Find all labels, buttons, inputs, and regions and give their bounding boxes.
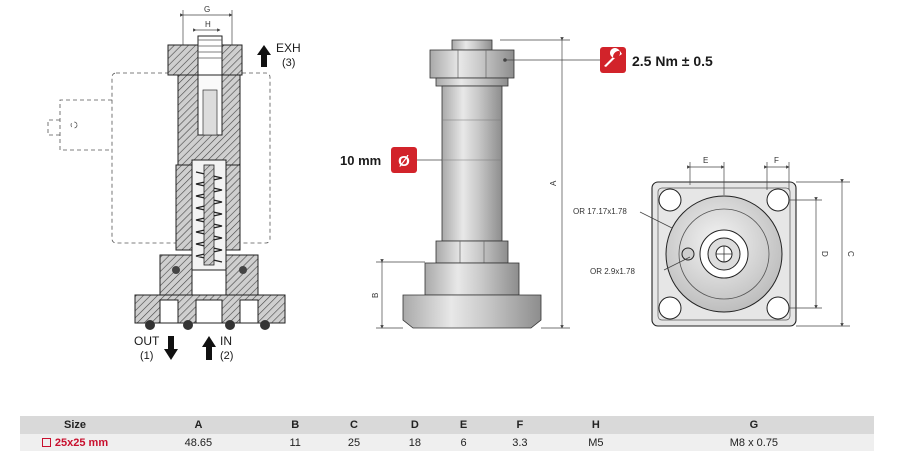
side-base-flange bbox=[402, 294, 542, 329]
side-hex-nut bbox=[429, 49, 515, 79]
dim-c-label: C bbox=[846, 251, 855, 257]
dim-f-label: F bbox=[774, 156, 779, 165]
diameter-badge: Ø bbox=[391, 147, 417, 173]
exh-port: (3) bbox=[282, 57, 295, 69]
wrench-icon bbox=[600, 47, 626, 73]
oring-small-label: OR 2.9x1.78 bbox=[590, 267, 635, 276]
size-cell[interactable]: 25x25 mm bbox=[20, 437, 130, 449]
table-row: 25x25 mm 48.65 11 25 18 6 3.3 M5 M8 x 0.… bbox=[20, 434, 874, 451]
dim-d-label: D bbox=[820, 251, 829, 257]
diameter-symbol: Ø bbox=[398, 153, 410, 170]
o-ring-left bbox=[172, 266, 180, 274]
torque-text: 2.5 Nm ± 0.5 bbox=[632, 53, 713, 69]
spec-table: Size A B C D E F H G 25x25 mm 48.65 11 2… bbox=[20, 416, 874, 451]
size-value: 25x25 mm bbox=[54, 436, 109, 449]
dim-a-label: A bbox=[549, 180, 558, 186]
o-ring-right bbox=[239, 266, 247, 274]
out-label: OUT bbox=[134, 334, 160, 348]
cell-a: 48.65 bbox=[130, 434, 267, 451]
dim-e-label: E bbox=[703, 156, 708, 165]
header-g: G bbox=[633, 416, 874, 434]
size-checkbox[interactable] bbox=[41, 438, 51, 447]
header-a: A bbox=[130, 416, 267, 434]
side-view: A B 2.5 Nm ± 0.5 10 mm Ø bbox=[340, 37, 713, 329]
dim-h-label: H bbox=[205, 20, 211, 29]
connector-outline bbox=[59, 99, 112, 151]
oring-large-label: OR 17.17x1.78 bbox=[573, 207, 627, 216]
header-size: Size bbox=[20, 416, 130, 434]
header-f: F bbox=[481, 416, 558, 434]
header-d: D bbox=[384, 416, 446, 434]
header-c: C bbox=[323, 416, 385, 434]
section-view: G H EXH (3) bbox=[47, 5, 301, 362]
cell-g: M8 x 0.75 bbox=[633, 434, 874, 451]
dim-g-label: G bbox=[204, 5, 210, 14]
top-view: E F D C OR 17.17x1.78 OR 2.9x1.78 bbox=[573, 156, 855, 327]
in-label: IN bbox=[220, 334, 232, 348]
exh-label: EXH bbox=[276, 41, 301, 55]
spring bbox=[195, 164, 223, 266]
cell-f: 3.3 bbox=[481, 434, 558, 451]
header-h: H bbox=[557, 416, 634, 434]
side-stem bbox=[441, 85, 503, 242]
cell-h: M5 bbox=[557, 434, 634, 451]
side-lower-hex bbox=[435, 240, 509, 264]
cell-e: 6 bbox=[445, 434, 482, 451]
cell-b: 11 bbox=[266, 434, 324, 451]
diameter-text: 10 mm bbox=[340, 153, 381, 168]
cell-d: 18 bbox=[384, 434, 446, 451]
table-header-row: Size A B C D E F H G bbox=[20, 416, 874, 434]
cell-c: 25 bbox=[323, 434, 385, 451]
exh-arrow-icon bbox=[257, 45, 271, 67]
header-b: B bbox=[266, 416, 324, 434]
header-e: E bbox=[445, 416, 482, 434]
side-top-cap bbox=[451, 39, 493, 51]
technical-drawing: G H EXH (3) bbox=[47, 5, 855, 362]
dim-b-label: B bbox=[371, 293, 380, 298]
in-arrow-icon bbox=[202, 336, 216, 360]
in-port: (2) bbox=[220, 350, 233, 362]
out-arrow-icon bbox=[164, 336, 178, 360]
out-port: (1) bbox=[140, 350, 153, 362]
